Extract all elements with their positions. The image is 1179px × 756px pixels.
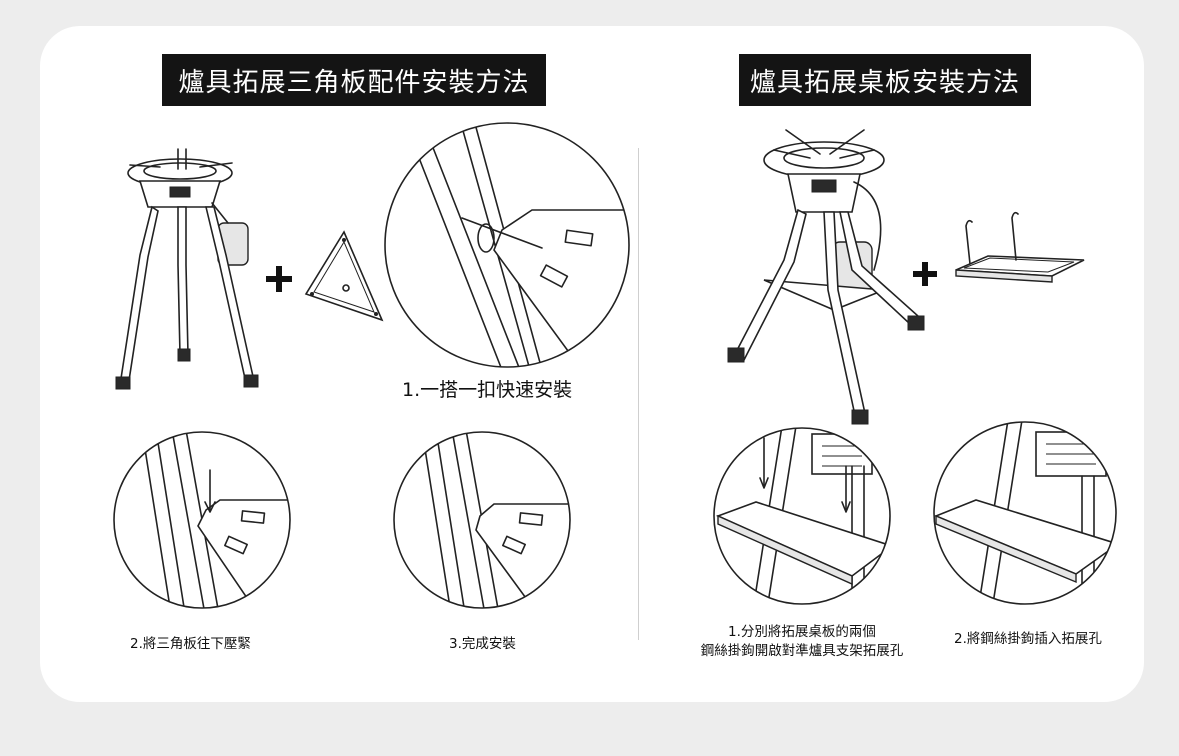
right-step1-detail-circle (713, 427, 891, 605)
section-divider (638, 148, 639, 640)
table-board-title: 爐具拓展桌板安裝方法 (739, 54, 1031, 106)
right-step2-caption: 2.將鋼絲掛鉤插入拓展孔 (954, 631, 1102, 647)
plus-icon (913, 262, 937, 286)
right-step1-caption: 1.分別將拓展桌板的兩個 鋼絲掛鉤開啟對準爐具支架拓展孔 (684, 623, 920, 661)
stove-with-gas-tank-illustration (727, 129, 925, 425)
left-step2-caption: 2.將三角板往下壓緊 (130, 636, 251, 652)
step2-detail-circle (113, 431, 291, 609)
right-step1-caption-line2: 鋼絲掛鉤開啟對準爐具支架拓展孔 (700, 643, 904, 659)
right-step1-caption-line1: 1.分別將拓展桌板的兩個 (728, 624, 876, 640)
step3-detail-circle (393, 431, 571, 609)
triangle-plate-illustration (304, 230, 384, 322)
step1-detail-circle (384, 122, 630, 368)
left-step1-caption: 1.一搭一扣快速安裝 (402, 379, 573, 401)
triangle-plate-title: 爐具拓展三角板配件安裝方法 (162, 54, 546, 106)
left-step3-caption: 3.完成安裝 (449, 636, 516, 652)
extension-table-board-illustration (955, 211, 1085, 283)
plus-icon (266, 266, 292, 292)
tripod-stove-illustration (115, 148, 259, 390)
right-step2-detail-circle (933, 421, 1117, 605)
